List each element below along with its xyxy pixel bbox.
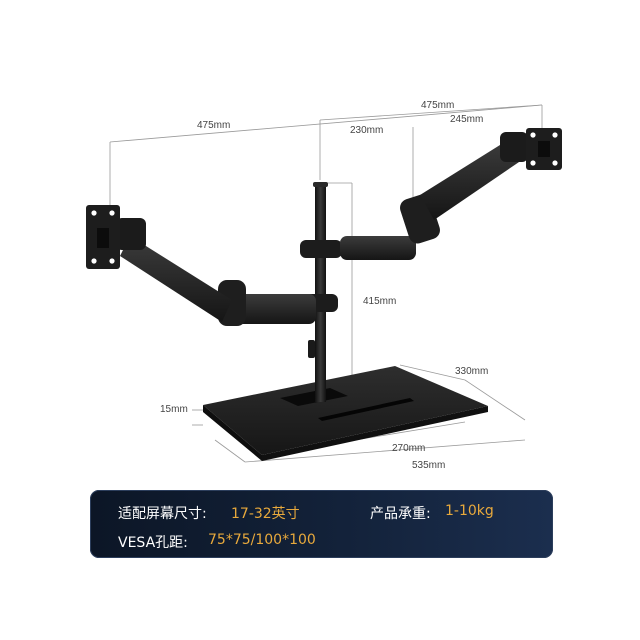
dimension-base-width: 535mm — [412, 460, 446, 471]
spec-panel: 适配屏幕尺寸: 17-32英寸 产品承重: 1-10kg VESA孔距: 75*… — [90, 490, 553, 558]
right-vesa-plate — [526, 128, 562, 170]
dimension-top-total: 475mm — [421, 100, 455, 111]
base-plate — [203, 366, 488, 461]
dimension-base-thickness: 15mm — [160, 404, 188, 415]
dimension-slot-width: 270mm — [392, 443, 426, 454]
load-value: 1-10kg — [445, 503, 494, 519]
left-arm — [116, 218, 338, 326]
left-vesa-plate — [86, 205, 120, 269]
screen-size-value: 17-32英寸 — [231, 506, 300, 522]
load-label: 产品承重: — [370, 506, 431, 522]
dimension-left-width: 475mm — [197, 120, 231, 131]
dimension-right-span: 245mm — [450, 114, 484, 125]
pole — [315, 184, 326, 402]
screen-size-label: 适配屏幕尺寸: — [118, 506, 207, 522]
right-arm — [300, 132, 528, 260]
vesa-label: VESA孔距: — [118, 535, 188, 551]
vesa-value: 75*75/100*100 — [208, 532, 316, 548]
dimension-center-span: 230mm — [350, 125, 384, 136]
dimension-pole-height: 415mm — [363, 296, 397, 307]
dimension-base-depth: 330mm — [455, 366, 489, 377]
